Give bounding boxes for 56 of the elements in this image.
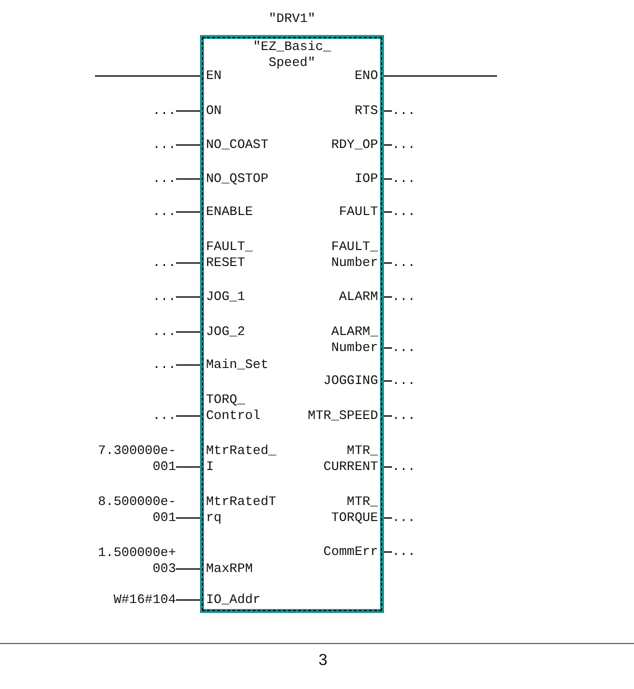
parameter-value: 8.500000e- 001 (98, 494, 176, 526)
parameter-value: ... (392, 544, 416, 560)
output-pin-label: FAULT (336, 204, 380, 220)
parameter-value: ... (392, 103, 416, 119)
input-pin-label: ON (204, 103, 224, 119)
parameter-value: ... (392, 459, 416, 475)
input-pin-label: Main_Set (204, 357, 270, 373)
parameter-value: ... (152, 408, 176, 424)
page-number: 3 (318, 651, 328, 671)
input-pin-label: MtrRated_ I (204, 443, 278, 475)
input-pin-label: IO_Addr (204, 592, 263, 608)
output-pin-label: MTR_SPEED (306, 408, 380, 424)
output-pin-label: JOGGING (321, 373, 380, 389)
output-pin-label: RDY_OP (329, 137, 380, 153)
parameter-value: ... (152, 255, 176, 271)
parameter-value: ... (152, 103, 176, 119)
parameter-value: ... (152, 137, 176, 153)
parameter-value: ... (392, 510, 416, 526)
output-pin-label: IOP (352, 171, 380, 187)
output-pin-label: ENO (352, 68, 380, 84)
input-pin-label: FAULT_ RESET (204, 239, 255, 271)
output-pin-label: CommErr (321, 544, 380, 560)
parameter-value: ... (392, 204, 416, 220)
parameter-value: ... (392, 289, 416, 305)
input-pin-label: JOG_1 (204, 289, 248, 305)
output-pin-label: RTS (352, 103, 380, 119)
output-pin-label: MTR_ TORQUE (329, 494, 380, 526)
output-pin-label: MTR_ CURRENT (321, 443, 380, 475)
parameter-value: W#16#104 (114, 592, 176, 608)
input-pin-label: TORQ_ Control (204, 392, 263, 424)
input-pin-label: JOG_2 (204, 324, 248, 340)
parameter-value: ... (392, 408, 416, 424)
input-pin-label: MtrRatedT rq (204, 494, 278, 526)
parameter-value: 7.300000e- 001 (98, 443, 176, 475)
parameter-value: 1.500000e+ 003 (98, 545, 176, 577)
output-pin-label: ALARM (336, 289, 380, 305)
parameter-value: ... (392, 255, 416, 271)
parameter-value: ... (392, 373, 416, 389)
instance-name-label: "DRV1" (268, 11, 316, 27)
parameter-value: ... (152, 289, 176, 305)
block-type-label: "EZ_Basic_ Speed" (252, 39, 331, 71)
input-pin-label: EN (204, 68, 224, 84)
parameter-value: ... (392, 340, 416, 356)
input-pin-label: ENABLE (204, 204, 255, 220)
parameter-value: ... (152, 204, 176, 220)
parameter-value: ... (392, 137, 416, 153)
input-pin-label: MaxRPM (204, 561, 255, 577)
output-pin-label: ALARM_ Number (329, 324, 380, 356)
parameter-value: ... (392, 171, 416, 187)
output-pin-label: FAULT_ Number (329, 239, 380, 271)
function-block (200, 35, 384, 613)
parameter-value: ... (152, 357, 176, 373)
input-pin-label: NO_QSTOP (204, 171, 270, 187)
parameter-value: ... (152, 171, 176, 187)
parameter-value: ... (152, 324, 176, 340)
input-pin-label: NO_COAST (204, 137, 270, 153)
